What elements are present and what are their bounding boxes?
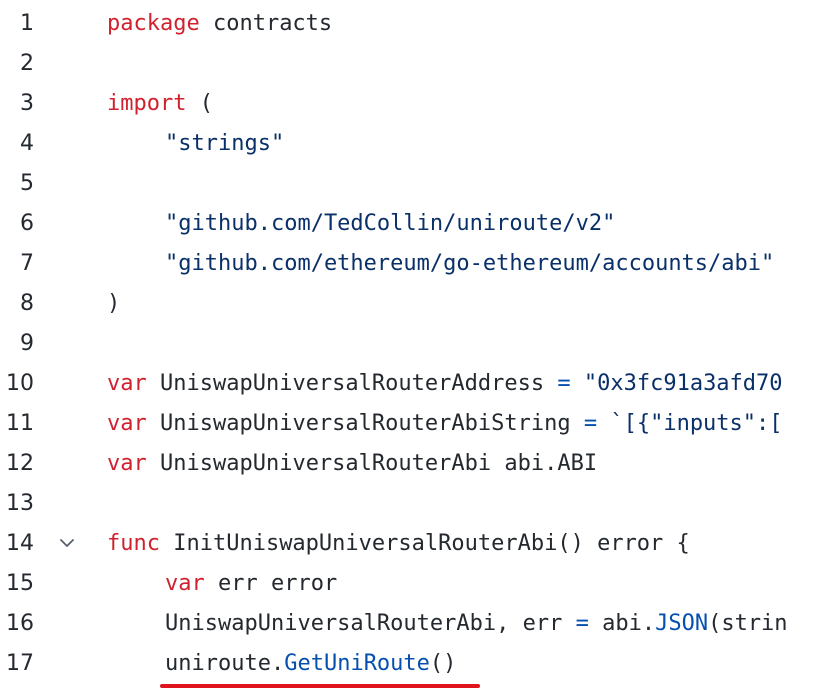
code-token: import [107, 91, 187, 116]
line-number: 14 [6, 531, 34, 556]
code-token: GetUniRoute [284, 651, 430, 676]
code-token: () [429, 651, 457, 676]
line-number: 17 [6, 651, 34, 676]
line-number: 6 [20, 211, 34, 236]
line-number: 15 [6, 571, 34, 596]
code-token [571, 371, 584, 396]
code-line: 14 func InitUniswapUniversalRouterAbi() e… [0, 524, 838, 564]
code-token: "github.com/ethereum/go-ethereum/account… [165, 251, 775, 276]
line-number: 9 [20, 331, 34, 356]
line-number: 3 [20, 91, 34, 116]
code-token: err error [204, 571, 338, 596]
code-token: var [107, 371, 147, 396]
code-token: package [107, 11, 200, 36]
code-token: = [575, 611, 589, 636]
code-token: var [107, 451, 147, 476]
code-token: UniswapUniversalRouterAbi abi.ABI [146, 451, 598, 476]
code-line: 16 UniswapUniversalRouterAbi, err = abi.J… [0, 604, 838, 644]
code-token: uniroute. [165, 651, 285, 676]
code-token: "strings" [165, 131, 285, 156]
chevron-down-icon[interactable] [56, 524, 78, 564]
red-underline-annotation [160, 684, 480, 688]
line-number: 13 [6, 491, 34, 516]
code-text: var err error [107, 564, 337, 604]
line-number: 4 [20, 131, 34, 156]
code-line: 11 var UniswapUniversalRouterAbiString = … [0, 404, 838, 444]
code-text: ) [107, 284, 120, 324]
code-token: UniswapUniversalRouterAbi, err [165, 611, 576, 636]
line-number: 5 [20, 171, 34, 196]
code-line: 5 [0, 164, 838, 204]
code-token: ( [186, 91, 213, 116]
code-token: contracts [199, 11, 333, 36]
code-token: = [557, 371, 571, 396]
code-text: uniroute.GetUniRoute() [107, 644, 456, 684]
code-line: 7 "github.com/ethereum/go-ethereum/accoun… [0, 244, 838, 284]
line-number: 1 [20, 11, 34, 36]
code-token: UniswapUniversalRouterAbiString [146, 411, 584, 436]
code-line: 3 import ( [0, 84, 838, 124]
code-text: import ( [107, 84, 213, 124]
code-text: package contracts [107, 4, 332, 44]
code-token: (strin [708, 611, 788, 636]
code-line: 17 uniroute.GetUniRoute() [0, 644, 838, 684]
code-line: 9 [0, 324, 838, 364]
code-token: ) [107, 291, 121, 316]
code-token: `[{"inputs":[ [610, 411, 783, 436]
code-line: 13 [0, 484, 838, 524]
code-line: 6 "github.com/TedCollin/uniroute/v2" [0, 204, 838, 244]
line-number: 8 [20, 291, 34, 316]
code-text: "github.com/TedCollin/uniroute/v2" [107, 204, 615, 244]
code-line: 4 "strings" [0, 124, 838, 164]
code-line: 1 package contracts [0, 4, 838, 44]
code-token: InitUniswapUniversalRouterAbi() error { [159, 531, 690, 556]
code-token: = [583, 411, 598, 436]
code-text: func InitUniswapUniversalRouterAbi() err… [107, 524, 690, 564]
code-line: 10 var UniswapUniversalRouterAddress = "0… [0, 364, 838, 404]
code-text: var UniswapUniversalRouterAddress = "0x3… [107, 364, 783, 404]
code-text: "strings" [107, 124, 284, 164]
code-text: "github.com/ethereum/go-ethereum/account… [107, 244, 774, 284]
code-token: "github.com/TedCollin/uniroute/v2" [165, 211, 616, 236]
code-token: JSON [655, 611, 709, 636]
line-number: 16 [6, 611, 34, 636]
code-text: UniswapUniversalRouterAbi, err = abi.JSO… [107, 604, 788, 644]
code-line: 12 var UniswapUniversalRouterAbi abi.ABI [0, 444, 838, 484]
line-number: 11 [6, 411, 34, 436]
code-token: abi. [588, 611, 656, 636]
line-number: 10 [6, 371, 34, 396]
code-line: 8) [0, 284, 838, 324]
code-text: var UniswapUniversalRouterAbiString = `[… [107, 404, 783, 444]
code-token: var [165, 571, 205, 596]
line-number: 2 [20, 51, 34, 76]
code-text: var UniswapUniversalRouterAbi abi.ABI [107, 444, 597, 484]
line-number: 7 [20, 251, 34, 276]
code-token: "0x3fc91a3afd70 [583, 371, 783, 396]
line-number: 12 [6, 451, 34, 476]
code-token: var [107, 411, 147, 436]
code-line: 2 [0, 44, 838, 84]
code-token: UniswapUniversalRouterAddress [146, 371, 558, 396]
code-token: func [107, 531, 160, 556]
code-token [597, 411, 610, 436]
code-line: 15 var err error [0, 564, 838, 604]
